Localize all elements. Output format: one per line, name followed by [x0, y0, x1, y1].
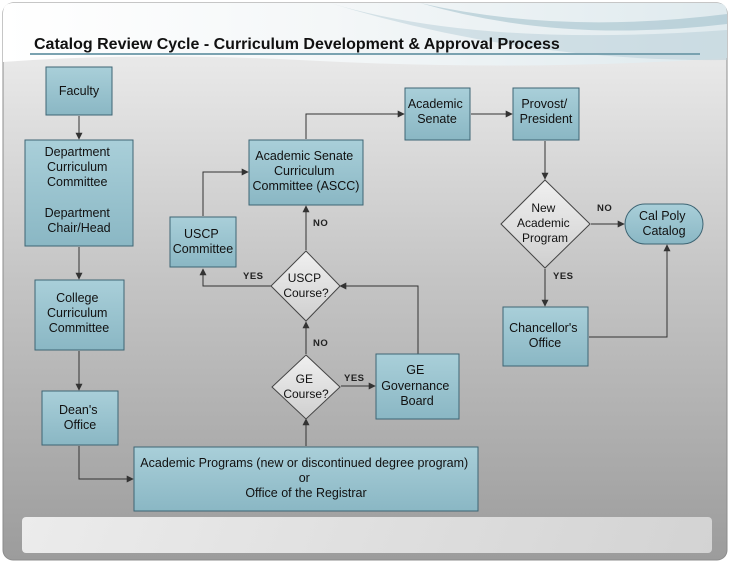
edge-committee-ascc — [202, 168, 249, 216]
edge-deans-programs — [78, 446, 134, 483]
edge-board-uscp — [339, 282, 419, 354]
node-ascc-line-1: Academic Senate — [255, 149, 353, 163]
node-uscp-course-decision: USCP Course? — [270, 250, 341, 322]
node-board-line-1: GE — [406, 363, 424, 377]
node-catalog-terminal: Cal Poly Catalog — [624, 203, 704, 245]
node-deans-line-2: Office — [64, 418, 96, 432]
node-chancellor: Chancellor's Office — [502, 306, 589, 367]
ge-no-label: NO — [313, 338, 328, 349]
page-title: Catalog Review Cycle - Curriculum Develo… — [34, 36, 560, 53]
node-board-line-3: Board — [400, 394, 433, 408]
node-faculty: Faculty — [45, 66, 113, 116]
node-ge-course-decision: GE Course? — [271, 354, 341, 420]
node-new-line-1: New — [531, 201, 555, 215]
node-ge-board: GE Governance Board — [375, 353, 460, 420]
header-band — [3, 3, 727, 66]
node-provost: Provost/ President — [512, 87, 580, 141]
node-uscp-committee: USCP Committee — [169, 216, 237, 268]
node-senate-line-2: Senate — [417, 112, 457, 126]
uscp-yes-label: YES — [243, 271, 264, 282]
svg-text:Faculty: Faculty — [59, 84, 100, 98]
svg-text:Chancellor's Office: Chancellor's Office — [509, 321, 581, 350]
svg-text:USCP Committee: USCP Committee — [173, 227, 233, 256]
node-uscp-committee-line-1: USCP — [184, 227, 219, 241]
svg-text:New Academic Progr: New Academic Program — [517, 201, 573, 245]
node-new-line-2: Academic — [517, 216, 570, 230]
footer-bar — [22, 517, 712, 553]
node-academic-senate: Academic Senate — [404, 87, 471, 141]
edge-chancellor-catalog — [589, 244, 671, 338]
svg-text:Academic Senate Curricul: Academic Senate Curriculum Committee (AS… — [253, 149, 360, 193]
ge-yes-label: YES — [344, 373, 365, 384]
header-swoosh-2 — [420, 3, 727, 31]
edge-uscp-committee — [199, 268, 271, 287]
node-programs-line-2: or — [299, 471, 310, 485]
node-uscp-committee-line-2: Committee — [173, 242, 233, 256]
node-provost-line-1: Provost/ — [521, 97, 567, 111]
node-senate-line-1: Academic — [408, 97, 463, 111]
node-academic-programs: Academic Programs (new or discontinued d… — [133, 446, 479, 512]
node-college-committee: College Curriculum Committee — [34, 279, 125, 351]
node-catalog-line-1: Cal Poly — [639, 209, 686, 223]
node-dept-line-5: Department — [45, 206, 111, 220]
node-college-line-1: College — [56, 291, 98, 305]
connectors — [75, 110, 671, 483]
node-ascc-line-2: Curriculum — [274, 164, 334, 178]
node-programs-line-3: Office of the Registrar — [245, 486, 366, 500]
node-dept-committee: Department Curriculum Committee Departme… — [24, 139, 134, 247]
node-chancellor-line-2: Office — [529, 336, 561, 350]
node-college-line-2: Curriculum — [47, 306, 107, 320]
node-college-line-3: Committee — [49, 321, 109, 335]
svg-text:Department Curriculum: Department Curriculum Committee Departme… — [45, 145, 114, 235]
node-dept-line-1: Department — [45, 145, 111, 159]
svg-text:GE Governance Boar: GE Governance Board — [381, 363, 453, 408]
svg-text:Academic Programs (new or disc: Academic Programs (new or discontinued d… — [140, 456, 471, 500]
node-deans-office: Dean's Office — [41, 390, 119, 446]
node-uscp-line-2: Course? — [283, 286, 329, 300]
new-yes-label: YES — [553, 271, 574, 282]
svg-text:GE Course?: GE Course? — [283, 372, 329, 401]
node-new-line-3: Program — [522, 231, 568, 245]
node-faculty-label: Faculty — [59, 84, 100, 98]
svg-text:Cal Poly Catalog: Cal Poly Catalog — [639, 209, 689, 238]
node-ascc-line-3: Committee (ASCC) — [253, 179, 360, 193]
node-chancellor-line-1: Chancellor's — [509, 321, 577, 335]
node-ge-line-1: GE — [296, 372, 313, 386]
header-swoosh — [330, 3, 727, 61]
svg-text:Provost/ President: Provost/ President — [520, 97, 573, 126]
svg-text:Academic Senate: Academic Senate — [408, 97, 466, 126]
node-dept-line-6: Chair/Head — [47, 221, 110, 235]
node-dept-line-2: Curriculum — [47, 160, 107, 174]
edge-ascc-senate — [305, 110, 405, 139]
svg-text:USCP Course?: USCP Course? — [283, 271, 329, 300]
svg-text:College Curriculum: College Curriculum Committee — [47, 291, 111, 335]
node-board-line-2: Governance — [381, 379, 449, 393]
node-ge-line-2: Course? — [283, 387, 329, 401]
node-catalog-line-2: Catalog — [642, 224, 685, 238]
node-provost-line-2: President — [520, 112, 573, 126]
node-new-program-decision: New Academic Program — [500, 179, 591, 269]
node-programs-line-1: Academic Programs (new or discontinued d… — [140, 456, 468, 470]
node-dept-line-3: Committee — [47, 175, 107, 189]
node-deans-line-1: Dean's — [59, 403, 98, 417]
node-uscp-line-1: USCP — [288, 271, 321, 285]
svg-text:Dean's Office: Dean's Office — [59, 403, 101, 432]
uscp-no-label: NO — [313, 218, 328, 229]
node-ascc: Academic Senate Curriculum Committee (AS… — [248, 139, 364, 206]
new-no-label: NO — [597, 203, 612, 214]
